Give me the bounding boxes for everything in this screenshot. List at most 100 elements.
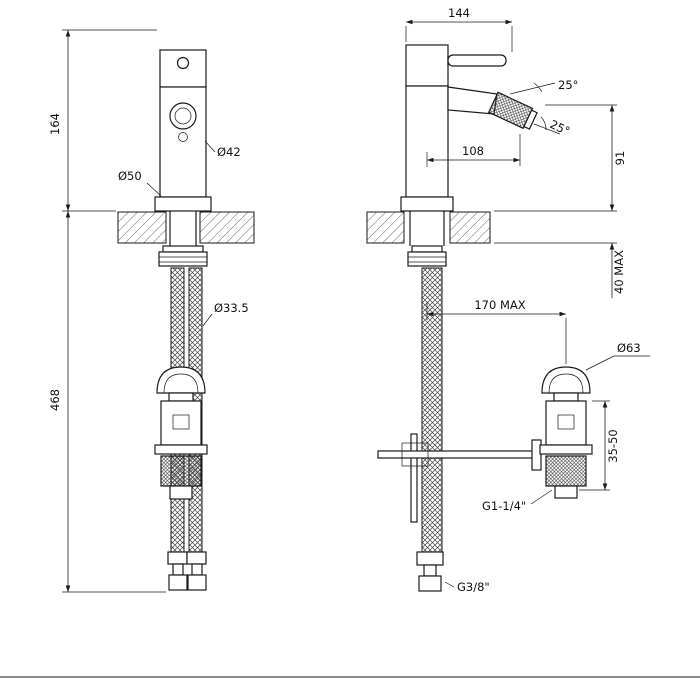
hose-fitting-nut	[186, 551, 207, 565]
hose-fitting-end	[168, 574, 188, 591]
waste-knurled-nut	[160, 455, 202, 487]
dim-40max-label: 40 MAX	[612, 250, 626, 294]
hose-fitting-nut	[416, 551, 444, 566]
dim-overall-depth: 144	[405, 6, 513, 52]
dim-170max-label: 170 MAX	[474, 298, 525, 312]
overflow-slot	[172, 414, 190, 430]
lever-end-circle	[176, 56, 190, 70]
waste-body	[545, 400, 587, 446]
base-flange-front	[154, 196, 212, 212]
spray-head	[487, 91, 538, 130]
dia-33-5-label: Ø33.5	[214, 301, 249, 315]
hose-fitting-end	[418, 575, 442, 592]
angle-25-upper-label: 25°	[558, 78, 578, 92]
spout-outlet-circle	[169, 102, 197, 130]
faucet-side	[400, 44, 538, 212]
hose-fitting-nut	[167, 551, 188, 565]
dia-50-label: Ø50	[118, 169, 142, 183]
waste-flange	[539, 444, 593, 455]
spray-nozzle-circle	[178, 132, 188, 142]
waste-cap-inner	[163, 373, 199, 394]
waste-tail	[169, 485, 193, 500]
rod-link	[531, 439, 542, 471]
label-drain-thread: G1-1/4"	[482, 489, 553, 513]
supply-hose-side	[416, 267, 444, 592]
mounting-nut	[158, 251, 208, 267]
spout-outlet-inner-circle	[174, 107, 192, 125]
dim-height-above-deck: 164	[48, 29, 157, 212]
leader-line	[585, 355, 615, 371]
waste-neck	[168, 392, 194, 402]
dim-spout-projection: 108	[426, 134, 521, 167]
angle-leader	[533, 123, 561, 135]
angle-arc	[540, 116, 547, 131]
dim-below-deck-length: 468	[48, 211, 166, 593]
mounting-washer	[411, 245, 443, 253]
lever-handle	[447, 54, 507, 67]
waste-cap-dome	[156, 366, 206, 394]
popup-waste-front	[154, 366, 208, 500]
dim-outlet-height: 91	[494, 104, 627, 212]
overflow-slot	[557, 414, 575, 430]
base-flange-side	[400, 196, 454, 212]
waste-knurled-nut	[545, 455, 587, 487]
hose-fitting-neck	[423, 564, 437, 577]
knurled-cap-side	[405, 44, 449, 87]
leader-line	[146, 182, 162, 197]
leader-line	[204, 140, 216, 153]
deck-hatch-right	[449, 211, 491, 244]
faucet-body-side	[405, 85, 449, 198]
front-view: 164 468 Ø42 Ø50 Ø33.5	[48, 29, 255, 593]
dim-144-label: 144	[448, 6, 470, 20]
waste-cap-dome	[541, 366, 591, 394]
dim-max-deck-thickness: 40 MAX	[494, 242, 626, 298]
faucet-front	[154, 49, 212, 212]
leader-line	[444, 581, 455, 588]
hose-fitting-end	[187, 574, 207, 591]
dim-drain-height-range: 35-50	[579, 400, 620, 491]
popup-waste-side	[539, 366, 593, 499]
label-drain-cap-diameter: Ø63	[585, 341, 650, 371]
hose-fitting-neck	[172, 563, 184, 576]
label-base-diameter: Ø50	[118, 169, 162, 197]
leader-line	[530, 489, 553, 505]
dim-468-label: 468	[48, 389, 62, 411]
hose-fitting-neck	[191, 563, 203, 576]
waste-body	[160, 400, 202, 446]
mounting-hardware-side	[407, 245, 447, 267]
dim-91-label: 91	[613, 151, 627, 166]
popup-pull-rod	[410, 433, 418, 523]
dia-42-label: Ø42	[217, 145, 241, 159]
label-supply-thread: G3/8"	[444, 580, 490, 594]
g1-14-label: G1-1/4"	[482, 499, 526, 513]
g3-8-label: G3/8"	[457, 580, 490, 594]
angle-25-lower-label: 25°	[548, 117, 572, 138]
waste-flange	[154, 444, 208, 455]
spray-head-tip	[523, 109, 538, 130]
mounting-nut	[407, 251, 447, 267]
dia-63-label: Ø63	[617, 341, 641, 355]
rod-clamp	[401, 442, 429, 467]
leader-line	[202, 313, 213, 327]
deck-hatch-left	[117, 211, 167, 244]
waste-tail	[554, 485, 578, 499]
angle-arc	[533, 82, 543, 93]
deck-hatch-left	[366, 211, 405, 244]
dim-max-drain-distance: 170 MAX	[426, 298, 567, 364]
mounting-hardware-front	[158, 245, 208, 267]
side-view: 144 25° 25° 108 91 40	[366, 6, 650, 594]
label-body-diameter: Ø42	[204, 140, 241, 159]
deck-side	[366, 211, 491, 246]
dim-108-label: 108	[462, 144, 484, 158]
label-hole-diameter: Ø33.5	[202, 301, 249, 327]
mounting-washer	[162, 245, 204, 253]
deck-hatch-right	[199, 211, 255, 244]
waste-neck	[553, 392, 579, 402]
dim-35-50-label: 35-50	[606, 429, 620, 462]
angle-leader	[509, 82, 556, 95]
deck-front	[117, 211, 255, 246]
waste-cap-inner	[548, 373, 584, 394]
supply-hose	[421, 267, 443, 553]
